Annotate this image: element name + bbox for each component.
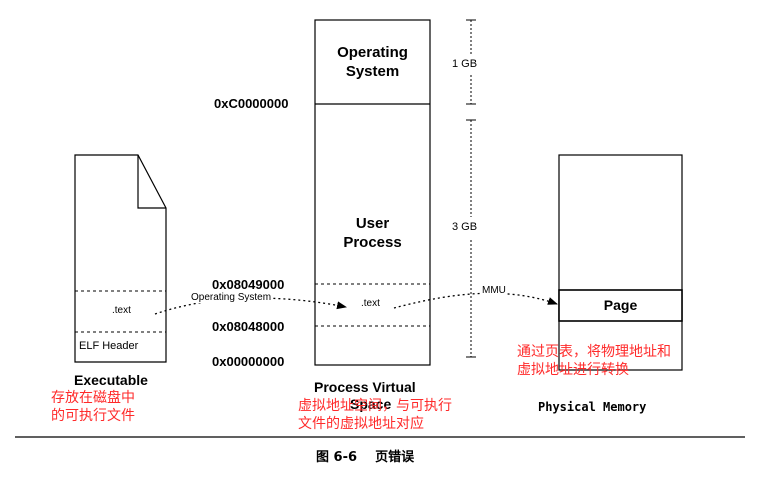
- virtual-space-column: [314, 19, 431, 366]
- user-region-label-line1: User: [355, 215, 390, 232]
- physical-note-line1: 通过页表，将物理地址和: [517, 344, 671, 360]
- virtual-space-note-line2: 文件的虚拟地址对应: [298, 416, 424, 432]
- size-1gb-label: 1 GB: [452, 58, 478, 70]
- size-brackets: [466, 19, 476, 358]
- physical-memory-caption: Physical Memory: [538, 400, 647, 414]
- executable-file: [74, 154, 167, 363]
- virtual-space-caption-line1: Process Virtual: [314, 379, 416, 395]
- executable-note-line2: 的可执行文件: [51, 408, 135, 424]
- vs-text-label: .text: [361, 298, 380, 309]
- virtual-space-note-line1: 虚拟地址空间，与可执行: [298, 398, 452, 414]
- mapping-label: Operating System: [190, 292, 273, 303]
- user-region-label-line2: Process: [343, 234, 402, 251]
- address-label: 0x00000000: [212, 354, 285, 369]
- figure-caption: 图 6-6 页错误: [316, 450, 415, 465]
- elf-header-label: ELF Header: [79, 340, 139, 352]
- address-label: 0xC0000000: [214, 96, 289, 111]
- address-label: 0x08048000: [212, 319, 285, 334]
- address-label: 0x08049000: [212, 277, 285, 292]
- physical-page-block: [558, 289, 683, 322]
- physical-note-line2: 虚拟地址进行转换: [517, 362, 629, 378]
- os-region-label-line2: System: [345, 63, 400, 80]
- executable-caption: Executable: [74, 372, 148, 388]
- executable-note-line1: 存放在磁盘中: [51, 390, 135, 406]
- exe-text-label: .text: [112, 305, 131, 316]
- size-3gb-label: 3 GB: [452, 221, 478, 233]
- virtual-space-caption-line2: Space: [350, 396, 392, 412]
- mmu-label: MMU: [481, 285, 507, 296]
- page-label: Page: [603, 297, 638, 313]
- physical-memory-column: [558, 154, 683, 371]
- os-region-label-line1: Operating: [337, 44, 408, 61]
